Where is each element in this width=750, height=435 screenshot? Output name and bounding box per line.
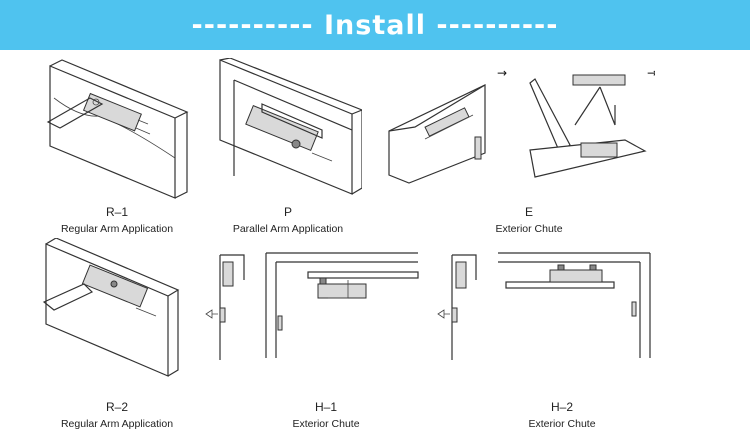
figure-h2-code: H–2 (550, 400, 573, 414)
figure-r2-caption: R–2 Regular Arm Application (32, 400, 202, 430)
figure-r2-code: R–2 (105, 400, 128, 414)
figure-e-drawing: → → (385, 65, 655, 190)
figure-p-drawing (212, 58, 362, 203)
figure-e-code: E (524, 205, 533, 219)
figure-h2-description: Exterior Chute (528, 418, 596, 430)
figure-r2-drawing (40, 238, 190, 383)
svg-text:→: → (497, 66, 507, 80)
figure-p-code: P (283, 205, 292, 219)
figure-r2-description: Regular Arm Application (60, 418, 174, 430)
figure-r1-description: Regular Arm Application (60, 223, 174, 235)
figure-h2-drawing (430, 250, 658, 362)
install-banner: ---------- Install ---------- (0, 0, 750, 50)
figure-e-description: Exterior Chute (495, 223, 563, 235)
figure-h1-code: H–1 (314, 400, 337, 414)
figure-r1-drawing (40, 58, 190, 203)
figure-h1-caption: H–1 Exterior Chute (241, 400, 411, 430)
figure-r1-caption: R–1 Regular Arm Application (32, 205, 202, 235)
figure-h1-description: Exterior Chute (292, 418, 360, 430)
figure-p-caption: P Parallel Arm Application (203, 205, 373, 235)
figure-h2-caption: H–2 Exterior Chute (477, 400, 647, 430)
svg-text:→: → (647, 66, 655, 80)
figure-r1-code: R–1 (105, 205, 128, 219)
banner-title: ---------- Install ---------- (191, 10, 559, 41)
figure-p-description: Parallel Arm Application (232, 223, 344, 235)
figure-h1-drawing (198, 250, 426, 362)
figure-e-caption: E Exterior Chute (444, 205, 614, 235)
